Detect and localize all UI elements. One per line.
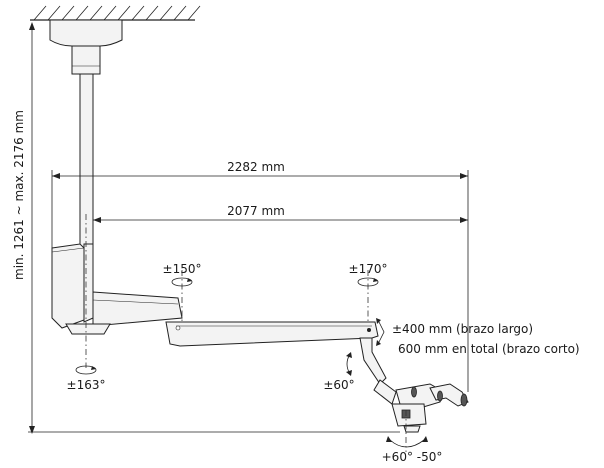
rotation-indicator-arm2 bbox=[357, 277, 379, 287]
second-arm bbox=[165, 321, 379, 347]
base-housing bbox=[51, 243, 94, 329]
height-label: min. 1261 ~ max. 2176 mm bbox=[12, 110, 26, 280]
tilt-indicator-head bbox=[386, 436, 428, 448]
height-dimension bbox=[28, 22, 400, 434]
tilt-indicator-joint bbox=[346, 352, 352, 376]
rotation-arm2-label: ±170° bbox=[349, 262, 388, 276]
arm-travel-label-long: ±400 mm (brazo largo) bbox=[392, 322, 533, 336]
rotation-arm1-label: ±150° bbox=[163, 262, 202, 276]
total-width-dimension bbox=[51, 170, 469, 392]
ceiling-mount-plate bbox=[49, 19, 123, 75]
tilt-head-label: +60° -50° bbox=[382, 450, 443, 464]
total-width-label: 2282 mm bbox=[227, 160, 285, 174]
arm-travel-label-short: 600 mm en total (brazo corto) bbox=[398, 342, 580, 356]
rotation-base-label: ±163° bbox=[67, 378, 106, 392]
first-arm bbox=[65, 291, 183, 335]
arm-width-label: 2077 mm bbox=[227, 204, 285, 218]
rotation-indicator-base bbox=[75, 365, 97, 375]
suspension-arm bbox=[359, 337, 397, 405]
arm-width-dimension bbox=[92, 214, 468, 244]
microscope-head bbox=[391, 383, 469, 433]
arm-travel-indicator bbox=[376, 318, 385, 346]
ceiling bbox=[30, 5, 201, 21]
rotation-indicator-arm1 bbox=[171, 277, 193, 287]
tilt-joint-label: ±60° bbox=[323, 378, 354, 392]
rotation-axes bbox=[85, 214, 407, 452]
